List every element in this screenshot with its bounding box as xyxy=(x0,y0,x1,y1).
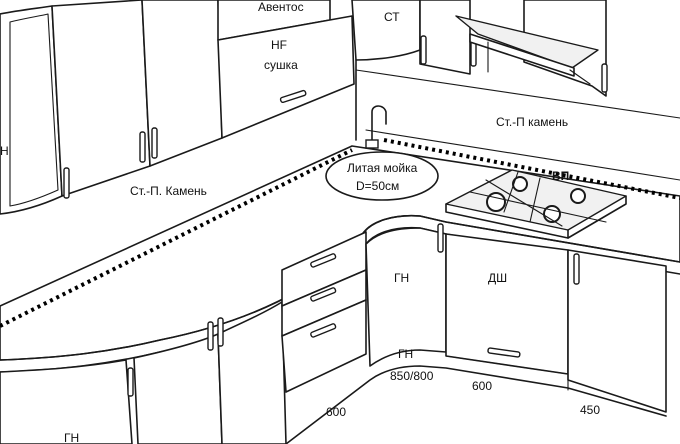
label-hf: HF xyxy=(271,38,287,52)
upper-cabinet-curved-left xyxy=(0,5,63,215)
label-gn-corner: ГН xyxy=(394,271,409,285)
handle-base-right xyxy=(573,253,580,285)
label-stone-right: Ст.-П камень xyxy=(496,115,568,129)
handle-drawer-2 xyxy=(310,287,337,302)
base-cabinets xyxy=(0,223,667,444)
handle-base-c xyxy=(217,317,224,347)
handle-drawer-1 xyxy=(310,253,337,268)
cooktop xyxy=(445,169,627,239)
handle-drawer-3 xyxy=(310,323,337,338)
handle-hf xyxy=(279,89,307,104)
upper-cabinet-hf xyxy=(217,15,355,139)
handle-base-a xyxy=(127,367,134,397)
label-dsh: ДШ xyxy=(488,271,507,285)
drawer-3 xyxy=(281,299,367,393)
dim-left-600: 600 xyxy=(326,405,346,419)
label-stone-left: Ст.-П. Камень xyxy=(130,184,207,198)
handle-dishwasher xyxy=(487,347,521,358)
base-cabinet-corner xyxy=(365,227,447,367)
burner-2 xyxy=(512,176,528,192)
handle-upper-a xyxy=(139,131,146,163)
dim-right-450: 450 xyxy=(580,403,600,417)
label-n-left: Н xyxy=(0,144,9,158)
dim-mid-600: 600 xyxy=(472,379,492,393)
base-cabinet-3 xyxy=(217,301,287,444)
handle-upper-b xyxy=(151,127,158,159)
sink-bowl xyxy=(325,151,439,201)
seam-right xyxy=(383,138,680,200)
upper-cabinet-2 xyxy=(51,0,151,197)
burner-4 xyxy=(570,188,586,204)
faucet xyxy=(371,105,387,145)
base-cabinet-curved-left xyxy=(0,359,133,444)
handle-base-b xyxy=(207,321,214,351)
handle-upper-c xyxy=(63,167,70,199)
handle-upper-d xyxy=(420,35,427,65)
handle-upper-f xyxy=(601,63,608,93)
burner-1 xyxy=(486,192,506,212)
sink xyxy=(325,105,439,201)
label-gn-bottom: ГН xyxy=(398,347,413,361)
handle-corner xyxy=(437,223,444,253)
upper-cabinet-st xyxy=(351,0,421,61)
label-gn-left: ГН xyxy=(64,431,79,444)
range-hood xyxy=(455,15,599,85)
label-st: СТ xyxy=(384,10,400,24)
wall-lines xyxy=(355,59,680,181)
label-sushka: сушка xyxy=(264,58,298,72)
label-sink-1: Литая мойка xyxy=(347,161,418,175)
label-aventos: Авентос xyxy=(258,0,304,14)
label-vp: ВП xyxy=(552,169,569,183)
labels: Авентос СТ HF сушка Н Ст.-П камень Литая… xyxy=(0,0,569,444)
upper-cabinet-right-1 xyxy=(419,0,471,75)
seam-left xyxy=(0,148,353,328)
label-sink-2: D=50см xyxy=(356,179,399,193)
base-cabinet-right xyxy=(567,249,667,413)
dim-corner: 850/800 xyxy=(390,369,434,383)
dimensions: 850/800 600 600 450 xyxy=(326,369,600,419)
